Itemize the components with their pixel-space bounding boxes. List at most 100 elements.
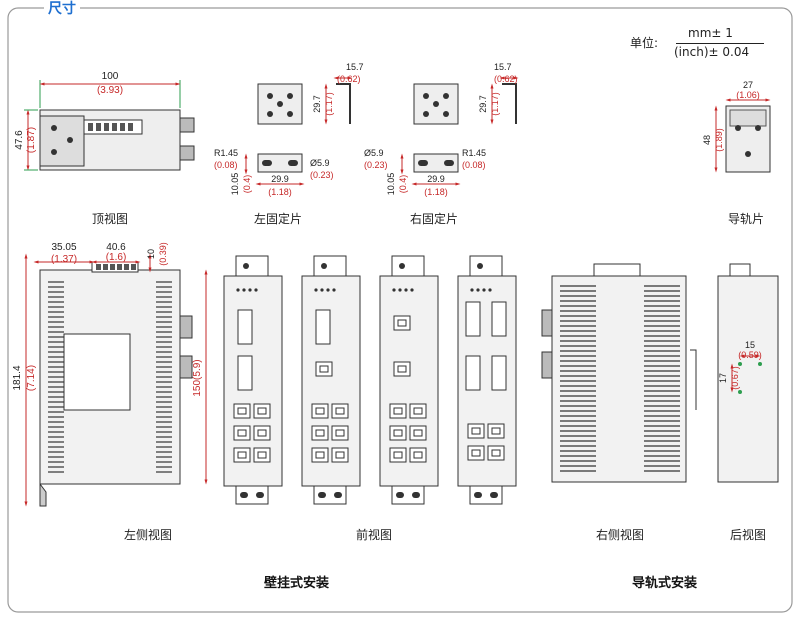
label-right-bracket: 右固定片 [410,212,459,226]
rj45-port [409,425,427,441]
ls-h-in: (7.14) [26,365,37,391]
front-views [223,255,517,505]
rj45-latch [413,429,423,437]
top-width-mm: 100 [102,71,119,82]
rj45-port [409,403,427,419]
left-br-thk-mm: 10.05 [230,173,240,196]
right-br-w-in: (0.62) [494,74,518,84]
led-indicator [488,288,492,292]
front-unit [379,255,439,505]
rj45-port [311,403,329,419]
bottom-mount-bracket [235,485,269,505]
right-br-thk-in: (0.4) [398,175,408,194]
ls-b-mm: 40.6 [106,242,126,253]
mount-hole [321,263,327,269]
ls-a-in: (1.37) [51,254,77,265]
mount-slot [256,492,264,498]
sfp-slot [315,309,331,345]
unit-mm: mm± 1 [688,26,733,40]
label-left-side: 左侧视图 [124,528,173,542]
led-indicator [236,288,240,292]
left-br-w-mm: 15.7 [346,62,364,72]
front-body [223,275,283,487]
left-br-h-mm: 29.7 [312,95,322,113]
left-br-len-mm: 29.9 [271,174,289,184]
rj45-latch [237,407,247,415]
front-body [301,275,361,487]
rj45-latch [257,429,267,437]
top-mount-bracket [313,255,347,277]
label-rail-clip: 导轨片 [728,212,765,226]
unit-label: 单位: [630,36,659,50]
rj45-latch [315,451,325,459]
rv-w-in: (0.59) [738,350,762,360]
label-right-side: 右侧视图 [596,528,645,542]
led-indicator [410,288,414,292]
rj45-port [233,425,251,441]
clip-w-mm: 27 [743,80,753,90]
front-unit [301,255,361,505]
right-br-len-mm: 29.9 [427,174,445,184]
rj45-port [233,447,251,463]
mount-slot [412,492,420,498]
mount-slot [474,492,482,498]
clip-h-mm: 48 [702,135,712,145]
right-br-w-mm: 15.7 [494,62,512,72]
ls-c-mm: 10 [146,249,156,259]
left-br-len-in: (1.18) [268,187,292,197]
led-indicator [314,288,318,292]
rj45-latch [237,429,247,437]
rj45-port [467,423,485,439]
rj45-latch [335,451,345,459]
mount-hole [477,263,483,269]
rj45-port [311,447,329,463]
rj45-port [253,447,271,463]
bottom-mount-bracket [313,485,347,505]
rj45-latch [237,451,247,459]
rail-clip-view: 27 (1.06) 48 (1.89) [702,80,771,173]
led-indicator [476,288,480,292]
page-title: 尺寸 [44,0,80,18]
rj45-latch [393,451,403,459]
left-side-view: 35.05 (1.37) 40.6 (1.6) 10 (0.39) 181.4 … [12,242,208,507]
left-bracket-view: 15.7 (0.62) 29.7 (1.17) 29.9 (1.18) 10.0… [214,62,364,197]
right-br-h-mm: 29.7 [478,95,488,113]
led-indicator [326,288,330,292]
left-br-h-in: (1.17) [324,92,334,116]
left-br-w-in: (0.62) [337,74,361,84]
bottom-mount-bracket [469,485,503,505]
ls-a-mm: 35.05 [51,242,76,253]
led-indicator [404,288,408,292]
sfp-slot [237,309,253,345]
rj45-port [311,425,329,441]
mount-slot [490,492,498,498]
mount-slot [318,492,326,498]
top-height-mm: 47.6 [14,130,25,150]
rj45-latch [257,407,267,415]
rj45-latch [335,407,345,415]
rj45-port [487,423,505,439]
rj45-port [233,403,251,419]
right-br-r-mm: R1.45 [462,148,486,158]
top-view: 100 (3.93) 47.6 (1.87) [14,71,195,171]
mount-slot [240,492,248,498]
rj45-latch [491,427,501,435]
front-unit [223,255,283,505]
led-indicator [248,288,252,292]
rv-w-mm: 15 [745,340,755,350]
rj45-latch [335,429,345,437]
led-indicator [398,288,402,292]
rj45-port [331,425,349,441]
rv-h-in: (0.67) [730,366,740,390]
sfp-slot [465,355,481,391]
rj45-latch [257,451,267,459]
rj45-port [253,403,271,419]
sfp-slot [465,301,481,337]
rj45-port [487,445,505,461]
ls-c-in: (0.39) [158,242,168,266]
rear-view: 15 (0.59) 17 (0.67) [717,263,779,483]
clip-h-in: (1.89) [714,128,724,152]
top-mount-bracket [235,255,269,277]
